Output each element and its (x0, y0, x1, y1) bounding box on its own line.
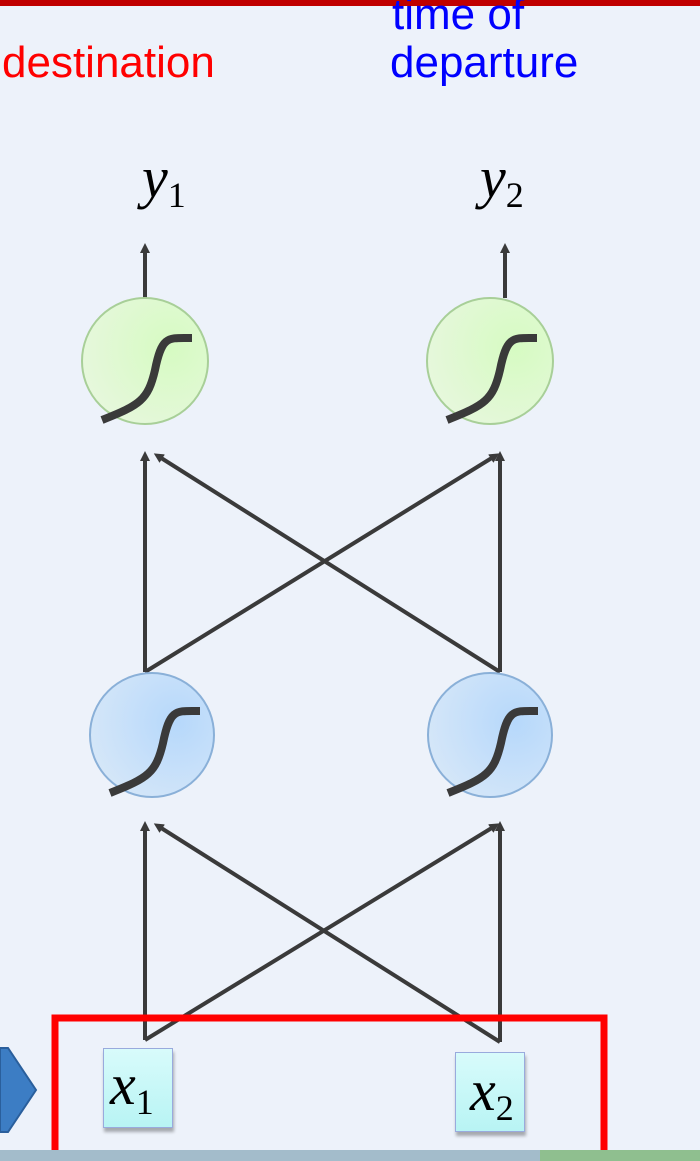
edge-h2-o1 (153, 453, 502, 674)
input-node-2: x2 (455, 1052, 525, 1132)
bottom-strip-right (540, 1150, 700, 1161)
output-y2: y2 (480, 145, 524, 216)
edge-x2-h1 (153, 823, 502, 1044)
output2-label-line1: time of (392, 0, 525, 39)
output1-label: destination (2, 38, 215, 87)
input-node-1: x1 (103, 1048, 173, 1128)
sigmoid-icon (100, 333, 193, 424)
pointer-arrow-icon (0, 1047, 38, 1133)
hidden-node-1 (89, 672, 215, 798)
edge-h1-o2 (143, 453, 500, 674)
sigmoid-icon (108, 706, 201, 797)
input-x1: x1 (110, 1052, 154, 1123)
sigmoid-icon (446, 706, 539, 797)
output-node-1 (81, 297, 209, 425)
output-node-2 (426, 297, 554, 425)
output2-label-line2: departure (390, 38, 579, 87)
top-accent-bar (0, 0, 700, 6)
edge-x1-h2 (143, 823, 500, 1042)
sigmoid-icon (445, 333, 538, 424)
input-x2: x2 (470, 1058, 514, 1129)
output-y1: y1 (142, 145, 186, 216)
bottom-strip-left (0, 1150, 540, 1161)
hidden-node-2 (427, 672, 553, 798)
